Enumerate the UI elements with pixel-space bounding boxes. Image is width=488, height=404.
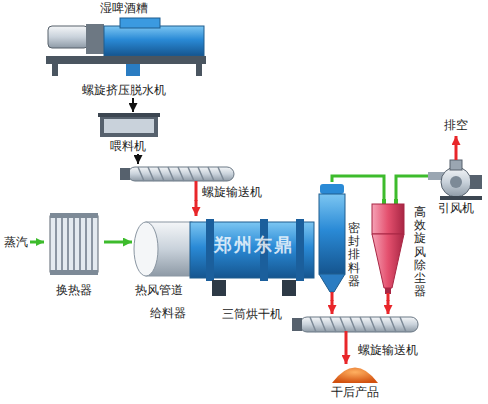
heat-exchanger [50,213,98,275]
exhaust-arrow [455,136,458,160]
product-box: 干后产品 [325,364,385,402]
press-trough [104,26,204,56]
fan-box: 引风机 [428,158,484,216]
fan-base [440,196,482,200]
discharger-box: 密封排料器 [316,182,362,300]
flow-connector [331,300,334,314]
outlet-line [387,293,390,301]
leg [52,64,58,76]
motor [120,168,130,180]
flow-connector [137,154,139,164]
flow-connector [195,200,198,216]
exhaust-label: 排空 [444,118,468,132]
chute-line [195,181,198,201]
screw-flight [310,317,406,332]
node-label: 螺旋输送机 [202,185,262,199]
chute [126,64,140,76]
chute-line [345,331,348,359]
feeder-front [104,119,154,133]
watermark: 郑州东鼎 [214,238,294,252]
node-label: 螺旋输送机 [358,343,418,357]
header [50,270,98,275]
hot-air-duct [134,222,192,276]
duct-mouth [134,222,158,276]
node-label: 热风管道 [135,283,183,297]
feeder-box: 喂料机 [92,112,164,154]
node-label: 干后产品 [331,385,379,399]
support [212,280,226,296]
header [50,213,98,218]
motor [470,175,482,189]
part-label: 给料器 [150,306,186,320]
hopper [120,18,160,28]
conveyor-tube [300,317,418,332]
feeder [98,113,160,137]
screw-conveyor [292,317,418,359]
exchanger-body [50,216,98,272]
screw-press-box: 湿啤酒糟螺旋挤压脱水机 [38,0,210,98]
outlet-line [331,292,334,301]
product-pile [332,368,378,384]
drum-ring [206,219,214,281]
screw-flight [138,167,224,181]
discharger-cone [319,274,345,292]
gearbox [86,24,104,54]
cyclone-cone [372,234,404,288]
flow-connector [396,176,428,200]
conveyor-tube [128,167,234,181]
motor [48,26,88,48]
node-label: 三筒烘干机 [222,307,282,321]
node-label: 引风机 [438,201,474,215]
node-label: 换热器 [56,283,92,297]
flow-connector [104,241,132,244]
node-label: 螺旋挤压脱水机 [82,83,166,97]
discharger [319,184,345,301]
flow-connector [332,176,384,200]
input-label: 蒸汽 [4,235,28,249]
node-label: 密封排料器 [348,222,360,288]
conveyor-box: 螺旋输送机 [120,164,264,200]
support [282,280,296,296]
dryer-box: 三筒烘干机 [188,216,316,322]
discharger-cap [320,184,344,194]
motor [292,318,302,331]
steam-arrow [30,241,44,244]
frame [46,56,206,64]
flow-connector [345,358,348,364]
node-label: 高效旋风除尘器 [414,206,426,298]
leg [196,64,202,76]
flow-connector [387,300,390,314]
fan-hub [450,176,462,188]
feeder-body [100,115,158,137]
rotary-dryer [190,219,314,296]
exchanger-box: 换热器 [44,210,104,298]
fan-volute [441,167,471,197]
conveyor-box: 螺旋输送机 [292,314,424,358]
cyclone-box: 高效旋风除尘器 [366,200,428,300]
tube-bundle [56,218,92,270]
screw-press [46,18,206,76]
cyclone [372,199,404,301]
node-label: 喂料机 [110,139,146,153]
induced-fan [428,136,482,200]
fan-outlet [450,160,462,170]
discharger-body [319,194,345,274]
node-heading: 湿啤酒糟 [100,1,148,15]
feeder-rim [98,113,160,117]
duct-box: 热风管道 [132,214,186,298]
flow-connector [132,98,134,112]
cyclone-barrel [372,204,404,234]
drum-ring [296,219,304,281]
